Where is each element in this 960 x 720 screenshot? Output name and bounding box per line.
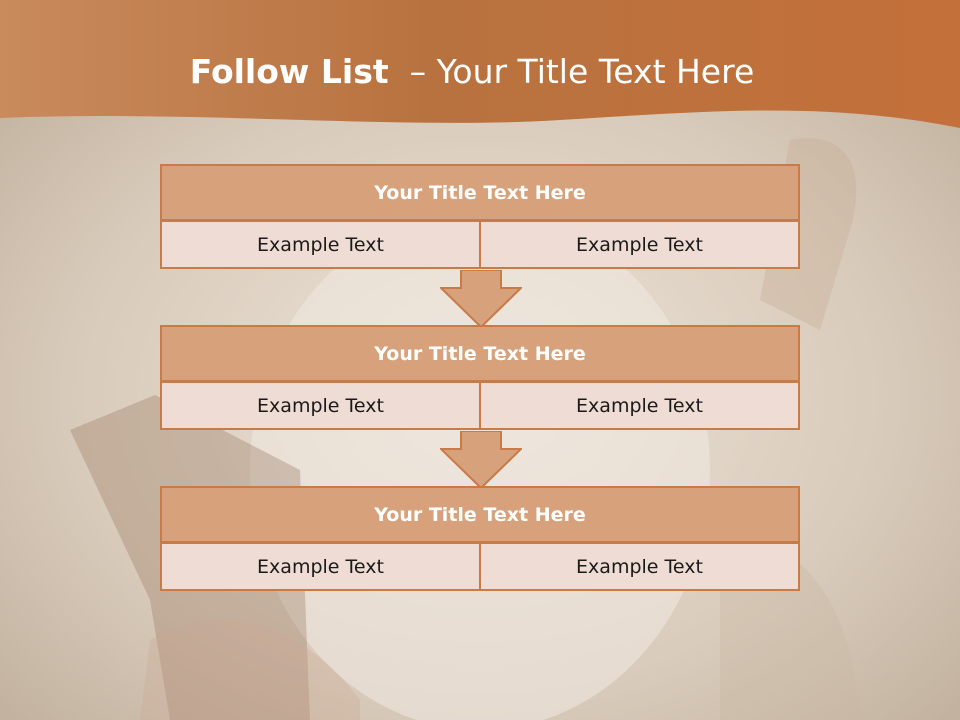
block-cell-left: Example Text: [160, 542, 481, 591]
slide-title-bold: Follow List: [189, 52, 389, 91]
slide-title: Follow List – Your Title Text Here: [0, 52, 944, 91]
list-block-3: Your Title Text Here Example Text Exampl…: [160, 486, 800, 591]
block-cell-right: Example Text: [479, 220, 800, 269]
slide-title-rest: – Your Title Text Here: [409, 52, 755, 91]
block-row: Example Text Example Text: [160, 381, 800, 430]
slide-title-spacer: [389, 52, 410, 91]
block-cell-right: Example Text: [479, 381, 800, 430]
block-title: Your Title Text Here: [160, 486, 800, 543]
block-cell-right: Example Text: [479, 542, 800, 591]
down-arrow-icon: [440, 431, 522, 489]
list-block-2: Your Title Text Here Example Text Exampl…: [160, 325, 800, 430]
block-cell-left: Example Text: [160, 220, 481, 269]
header-band: [0, 0, 960, 128]
block-title: Your Title Text Here: [160, 325, 800, 382]
block-row: Example Text Example Text: [160, 220, 800, 269]
list-block-1: Your Title Text Here Example Text Exampl…: [160, 164, 800, 269]
block-title: Your Title Text Here: [160, 164, 800, 221]
block-row: Example Text Example Text: [160, 542, 800, 591]
block-cell-left: Example Text: [160, 381, 481, 430]
down-arrow-icon: [440, 270, 522, 328]
